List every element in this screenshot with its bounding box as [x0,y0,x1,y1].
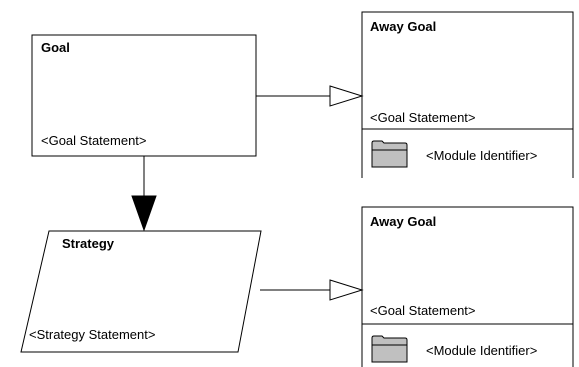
away-goal-top-module: <Module Identifier> [426,148,537,163]
in-context-arrowhead-icon [329,85,364,107]
goal-node[interactable]: Goal <Goal Statement> [31,34,257,157]
goal-title: Goal [41,40,70,55]
away-goal-top-title: Away Goal [370,19,436,34]
strategy-parallelogram [20,230,262,353]
away-goal-bottom-module-box [361,323,574,367]
away-goal-bottom-module: <Module Identifier> [426,343,537,358]
strategy-node[interactable]: Strategy <Strategy Statement> [20,230,262,353]
away-goal-top-module-box [361,128,574,178]
goal-box [31,34,257,157]
folder-icon [371,140,408,168]
folder-tab [371,140,408,151]
away-goal-node-bottom[interactable]: Away Goal <Goal Statement> <Module Ident… [361,206,574,367]
strategy-to-away-goal-bottom-connector [260,279,364,301]
strategy-title: Strategy [62,236,115,251]
supported-by-arrowhead-icon [131,195,157,232]
away-goal-node-top[interactable]: Away Goal <Goal Statement> <Module Ident… [361,11,574,178]
folder-body [371,344,408,363]
strategy-statement: <Strategy Statement> [29,327,155,342]
folder-body [371,149,408,168]
goal-statement: <Goal Statement> [41,133,147,148]
away-goal-bottom-statement: <Goal Statement> [370,303,476,318]
goal-to-away-goal-top-connector [256,85,364,107]
goal-to-strategy-connector [131,156,157,232]
folder-icon [371,335,408,363]
away-goal-bottom-title: Away Goal [370,214,436,229]
away-goal-top-statement: <Goal Statement> [370,110,476,125]
in-context-arrowhead-icon [329,279,364,301]
folder-tab [371,335,408,346]
